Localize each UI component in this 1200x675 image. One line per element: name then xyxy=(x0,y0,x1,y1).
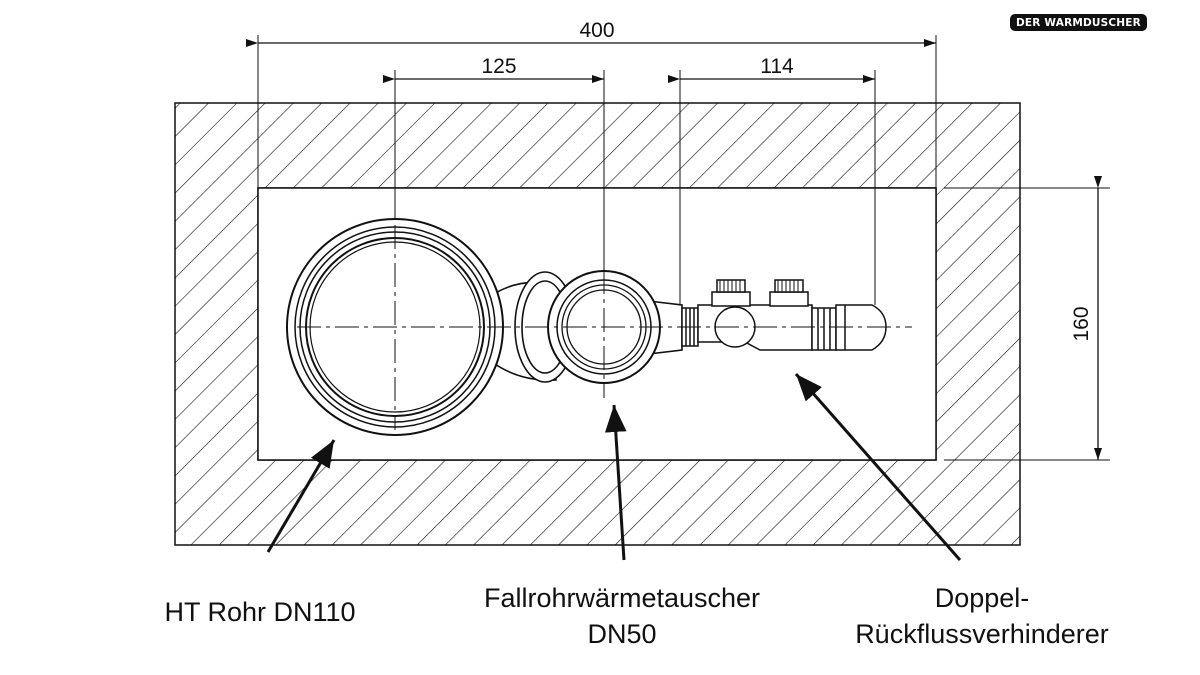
label-ht-pipe: HT Rohr DN110 xyxy=(164,597,356,627)
double-check-valve xyxy=(681,279,887,351)
label-check-valve-line1: Doppel- xyxy=(934,583,1030,613)
dimension-lines xyxy=(246,39,1102,460)
valve-cap-knurl xyxy=(719,280,799,292)
label-heat-exchanger-line2: DN50 xyxy=(587,619,657,649)
arrow-check-valve xyxy=(794,373,962,561)
label-check-valve: Doppel- Rückflussverhinderer xyxy=(822,580,1142,652)
label-check-valve-line2: Rückflussverhinderer xyxy=(855,619,1109,649)
center-lines xyxy=(297,225,912,430)
dim-text-160: 160 xyxy=(1070,306,1093,341)
arrow-heat-exchanger xyxy=(604,404,627,561)
label-heat-exchanger-line1: Fallrohrwärmetauscher xyxy=(483,583,761,613)
dim-text-114: 114 xyxy=(760,55,794,78)
label-heat-exchanger: Fallrohrwärmetauscher DN50 xyxy=(447,580,797,652)
leader-arrows xyxy=(266,373,962,561)
dim-text-400: 400 xyxy=(579,19,614,42)
brand-logo: DER WARMDUSCHER xyxy=(1010,14,1147,31)
dim-text-125: 125 xyxy=(481,55,516,78)
arrow-ht-pipe xyxy=(266,439,336,553)
